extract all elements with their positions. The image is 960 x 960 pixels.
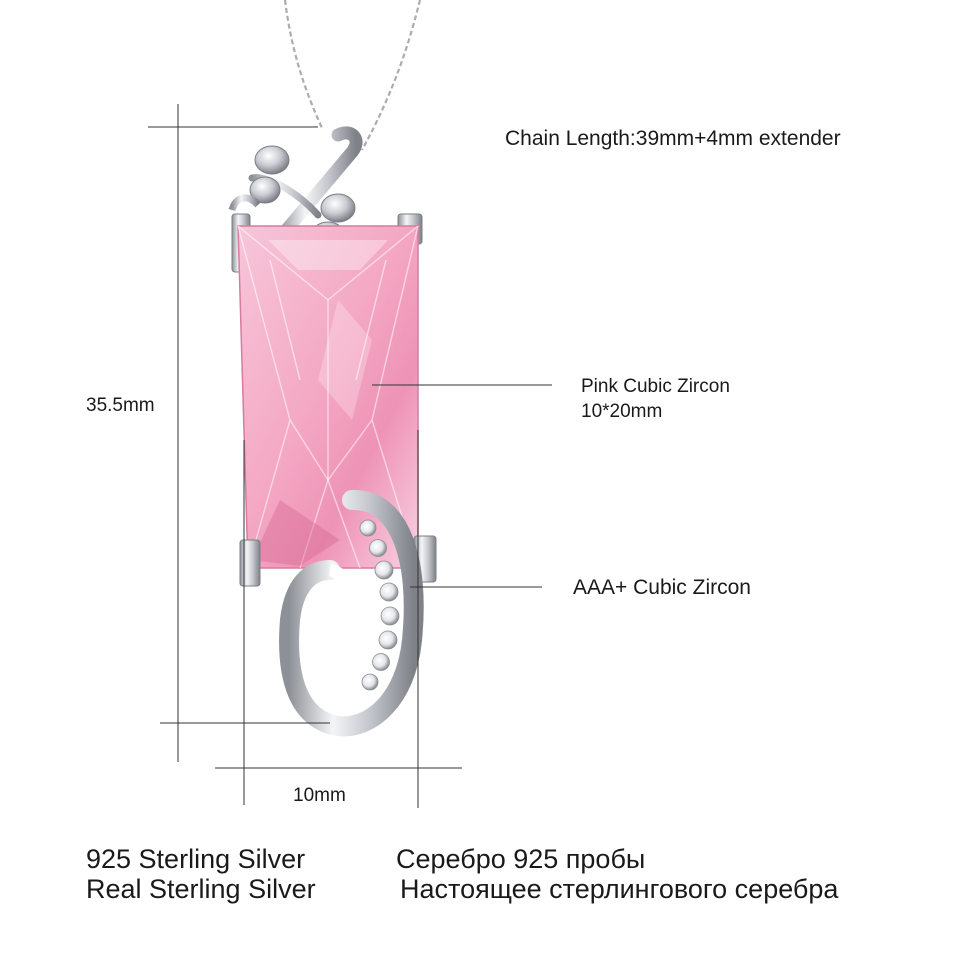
pink-cubic-zircon-gem [237,225,419,569]
pink-zircon-size-label: 10*20mm [581,401,663,422]
width-dimension-label: 10mm [293,785,346,806]
footer-ru-line2: Настоящее стерлингового серебра [400,874,839,904]
aaa-cubic-zircon-stones [359,519,400,691]
height-dimension-label: 35.5mm [86,395,155,416]
footer-en-line1: 925 Sterling Silver [86,844,306,874]
chain-length-label: Chain Length:39mm+4mm extender [505,127,841,150]
chain-icon [283,0,422,151]
silver-loop [279,490,424,737]
dimension-lines [148,104,552,808]
footer-en-line2: Real Sterling Silver [86,874,316,904]
pink-zircon-name-label: Pink Cubic Zircon [581,376,730,397]
footer-ru-line1: Серебро 925 пробы [396,844,646,874]
aaa-zircon-label: AAA+ Cubic Zircon [573,576,751,599]
